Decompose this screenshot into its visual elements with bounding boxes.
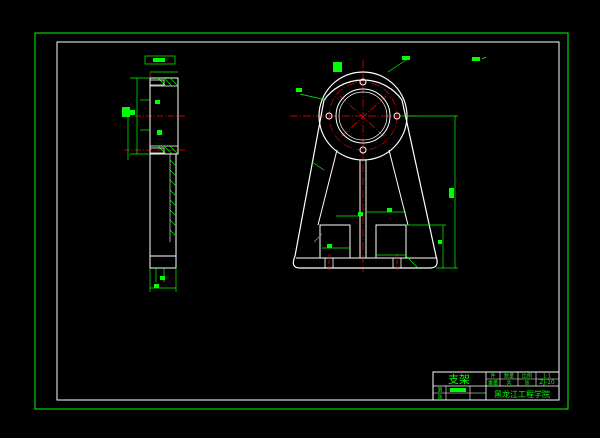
cell-7: 第	[437, 387, 442, 394]
outer-frame	[34, 32, 569, 410]
front-view	[290, 56, 487, 272]
part-name: 支架	[448, 373, 470, 386]
inner-frame	[56, 41, 560, 401]
side-view	[122, 55, 186, 292]
cell-8: 张	[437, 394, 442, 401]
cell-2: 数量	[504, 373, 514, 380]
drawing-number: ZJ-10	[539, 379, 555, 386]
cell-5: 共	[506, 380, 511, 387]
title-block: 支架 黑龙江工程学院 ZJ-10 件 数量 比例 1:1 重量 共 张 第 张	[432, 371, 560, 401]
cell-1: 件	[490, 373, 495, 380]
ratio-value: 1:1	[543, 374, 551, 380]
cell-4: 重量	[488, 380, 498, 387]
cell-6: 张	[524, 380, 529, 387]
cell-3: 比例	[522, 373, 532, 380]
school-name: 黑龙江工程学院	[494, 389, 550, 399]
